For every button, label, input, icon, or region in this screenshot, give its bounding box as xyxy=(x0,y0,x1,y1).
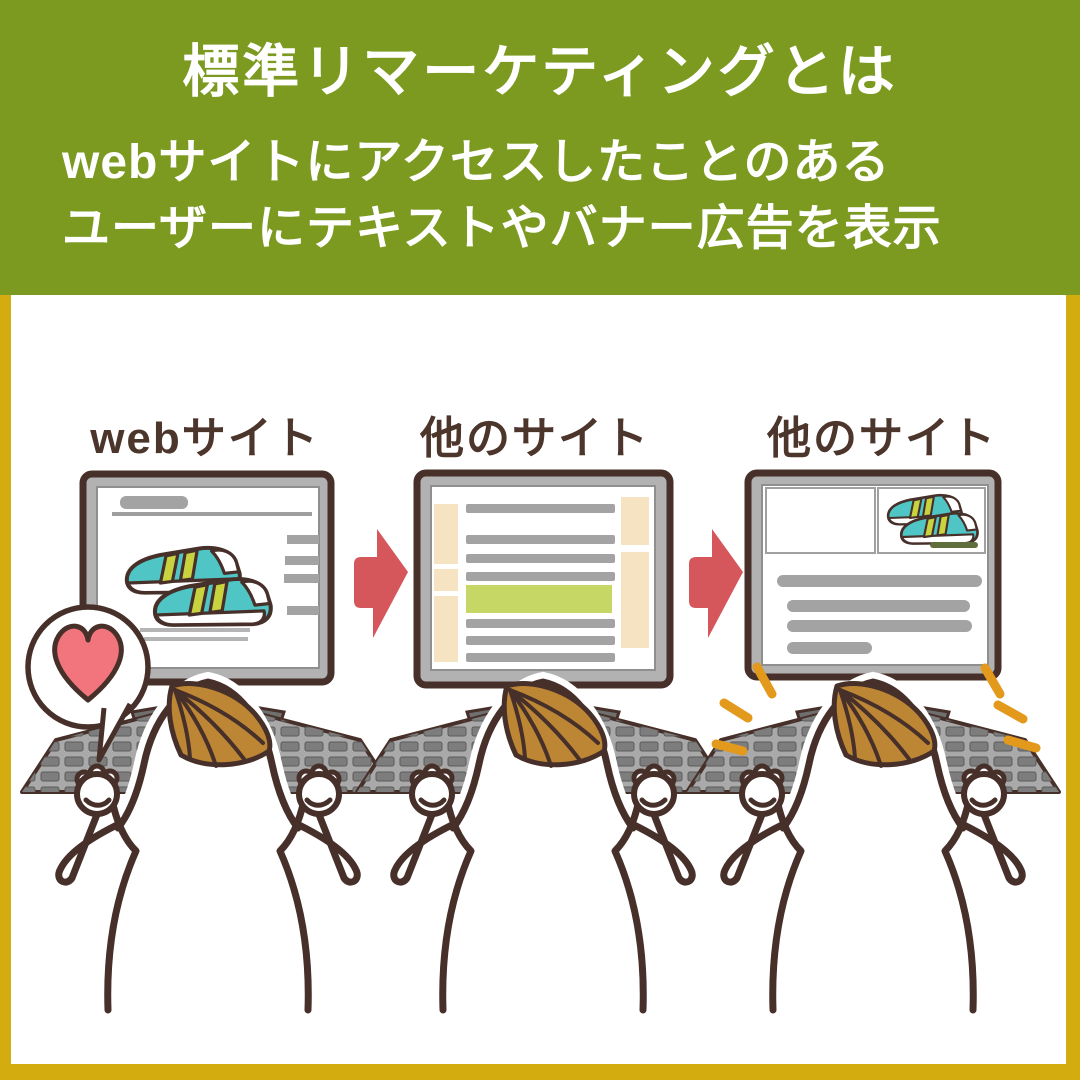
monitor-retargeted-ad xyxy=(744,469,1002,681)
frame-border-bottom xyxy=(0,1064,1080,1080)
empty-ad-box xyxy=(765,487,876,554)
page-title: 標準リマーケティングとは xyxy=(182,40,898,104)
panel-website xyxy=(22,470,394,1010)
arrow-right-icon-1 xyxy=(354,529,408,638)
monitor-website xyxy=(79,470,335,686)
frame-border-right xyxy=(1066,295,1080,1080)
text-lines-right xyxy=(284,535,319,615)
panel-label-other-site-1: 他のサイト xyxy=(420,414,650,463)
monitor-article xyxy=(413,469,674,689)
article-text-lines xyxy=(466,504,615,662)
header-description-line2: ユーザーにテキストやバナー広告を表示 xyxy=(62,202,942,256)
user-figure-2 xyxy=(357,678,729,1010)
arrow-right-icon-2 xyxy=(689,529,743,638)
panel-label-other-site-2: 他のサイト xyxy=(767,414,997,463)
user-figure-3 xyxy=(687,678,1059,1010)
sparkle-lines-icon xyxy=(711,662,1041,756)
header-description-line1: webサイトにアクセスしたことのある xyxy=(62,136,891,189)
highlighted-ad-slot xyxy=(466,585,612,613)
panel-label-website: webサイト xyxy=(90,414,320,463)
sidebar-blocks xyxy=(434,497,649,662)
page-text-lines xyxy=(777,575,982,654)
heart-icon xyxy=(52,623,124,703)
panel-other-site-2 xyxy=(687,469,1059,1010)
heart-speech-bubble xyxy=(25,604,151,763)
panel-other-site-1 xyxy=(357,469,729,1010)
frame-border-left xyxy=(0,295,11,1080)
header-band: 標準リマーケティングとは webサイトにアクセスしたことのある ユーザーにテキス… xyxy=(0,0,1080,295)
header-description: webサイトにアクセスしたことのある ユーザーにテキストやバナー広告を表示 xyxy=(62,130,1042,262)
